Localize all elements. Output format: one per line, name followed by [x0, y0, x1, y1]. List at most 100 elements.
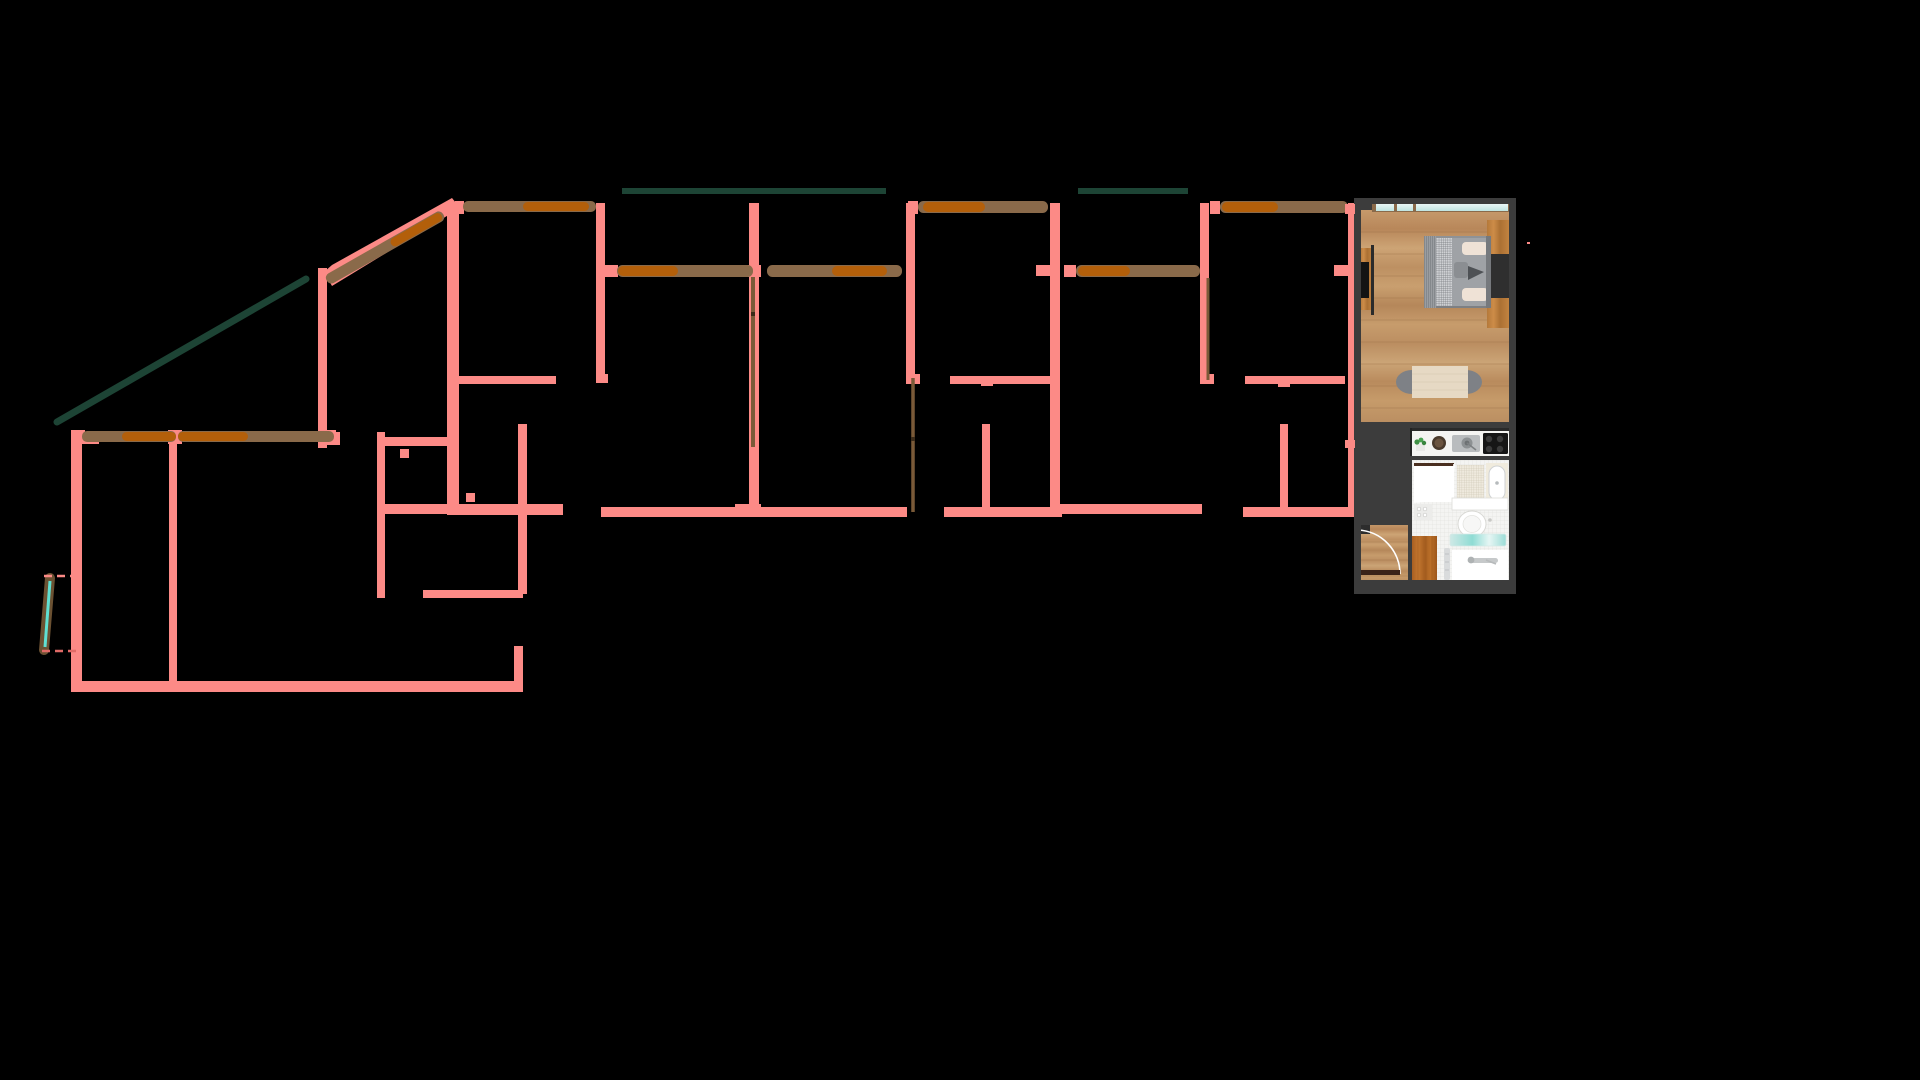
wall-unit2-sub-horiz — [950, 376, 1050, 384]
shower-screen-arc-icon — [1413, 463, 1455, 503]
wall-unit2-left — [906, 203, 915, 383]
wall-b3-vert — [518, 424, 527, 594]
corridor-wood-grain — [1417, 536, 1433, 582]
jamb-mid-a — [604, 265, 618, 277]
wm-dial-2 — [1422, 506, 1428, 512]
balcony-glass-2 — [1397, 204, 1413, 211]
balcony-rail-group — [53, 188, 1188, 426]
window-unit1-mid-a-sash — [618, 266, 678, 276]
wall-main-horiz-4 — [1060, 504, 1202, 514]
plant-pot-icon — [1414, 437, 1427, 451]
ext-wall-bottom-left — [71, 681, 523, 692]
wall-main-horiz-5 — [1243, 507, 1355, 517]
stub-dot-3 — [598, 377, 607, 383]
wall-center-vert-upper — [749, 203, 759, 265]
jamb-left-win-a — [71, 430, 85, 444]
hob-burner-2 — [1496, 435, 1504, 443]
vanity-counter — [1451, 497, 1509, 511]
wall-main-horiz-1 — [457, 504, 563, 515]
wall-b3-vert-lower — [514, 646, 523, 686]
unit-edge-top — [1354, 198, 1516, 204]
stub-dot-4 — [981, 380, 993, 386]
furnished-show-unit[interactable] — [1345, 198, 1516, 594]
bed-curtain-drape — [1424, 236, 1436, 308]
shower-mosaic-panel — [1457, 465, 1484, 503]
mullion-unit2-node — [911, 437, 915, 441]
window-left-b-sash — [178, 432, 248, 441]
wall-main-horiz-2 — [601, 507, 907, 517]
unit-partition-kitchen-top — [1404, 456, 1510, 460]
hob-burner-4 — [1496, 445, 1504, 453]
wall-unit3-right-stub — [1334, 265, 1358, 276]
window-unit2-top-sash — [923, 202, 985, 212]
glazed-door-bottom-left[interactable] — [39, 573, 78, 655]
shower-lintel — [1414, 463, 1454, 466]
ext-wall-unit1-left — [447, 203, 459, 515]
entry-threshold-dark — [1356, 524, 1370, 534]
unit-partition-hall-top — [1356, 520, 1412, 525]
headboard — [1486, 236, 1491, 308]
window-unit1-top-sash — [523, 202, 589, 211]
wall-unit2-right-lower — [1050, 443, 1060, 515]
mirror-backlit — [1450, 534, 1506, 546]
balcony-glass-3 — [1416, 204, 1508, 211]
wall-b3-horiz — [423, 590, 523, 598]
towel-radiator-bars — [1445, 553, 1449, 571]
jamb-unit1-top-left — [455, 201, 464, 214]
jamb-unit3-top-left — [1210, 201, 1220, 214]
media-wall-edge — [1371, 245, 1374, 315]
wm-dial-1 — [1416, 506, 1422, 512]
stub-dot-2 — [466, 493, 475, 502]
wardrobe-lower — [1487, 298, 1509, 328]
door-swing-arc-icon[interactable] — [1357, 529, 1401, 575]
stub-closet-a — [982, 424, 990, 512]
basin-tap-handle — [1467, 556, 1475, 564]
wall-unit1-sub-horiz — [456, 376, 556, 384]
unit-edge-right — [1509, 198, 1516, 594]
hob-burner-3 — [1485, 445, 1493, 453]
mullion-center-node — [751, 312, 755, 316]
stub-closet-b — [1280, 424, 1288, 512]
toilet-bowl-inner — [1462, 515, 1482, 533]
partition-left-1 — [169, 440, 177, 683]
cushion-accent — [1454, 262, 1468, 278]
basin-counter — [1452, 550, 1508, 580]
wall-main-horiz-3 — [944, 507, 1062, 517]
bathtub-drain-icon — [1495, 481, 1499, 485]
mullion-group — [751, 277, 1210, 512]
window-unit2-mid-sash — [1078, 266, 1130, 276]
window-unit3-top-sash — [1222, 202, 1278, 212]
entrance-door-leaf[interactable] — [1358, 570, 1400, 575]
balcony-glass-1 — [1376, 204, 1394, 211]
dining-table-grain — [1412, 373, 1468, 391]
shower-tray — [1414, 464, 1454, 502]
wall-unit3-right — [1348, 203, 1357, 513]
wall-b2-vert-lower — [377, 568, 385, 598]
pan-inner-icon — [1434, 438, 1444, 448]
toilet-flush-icon — [1488, 518, 1492, 522]
stub-dot-1 — [400, 449, 409, 458]
bathroom-wall-left — [1404, 458, 1412, 580]
wall-unit2-right-upper — [1050, 203, 1060, 443]
wall-unit1-right — [596, 203, 605, 383]
unit-attach-marker-top — [1345, 204, 1355, 214]
wardrobe-upper — [1487, 220, 1509, 254]
counter-edge-dark — [1412, 428, 1510, 431]
jamb-unit2-top-left — [908, 201, 918, 214]
stub-dot-6 — [981, 508, 991, 516]
stub-closet-c — [518, 424, 526, 506]
basin-tap-spout — [1485, 559, 1497, 565]
unit-attach-marker-mid — [1345, 440, 1355, 448]
jamb-mid-b — [1064, 265, 1076, 277]
mirror-frame — [1449, 533, 1507, 547]
stub-dot-5 — [1278, 382, 1290, 387]
wall-group — [71, 198, 1358, 692]
rail-diagonal-left-icon — [53, 275, 310, 426]
sink-tap-icon — [1466, 442, 1477, 451]
wall-unit2-right-stub — [1036, 265, 1060, 276]
wm-dial-3 — [1416, 512, 1422, 518]
wall-seg-left-upper — [318, 268, 327, 448]
tv-screen — [1360, 262, 1369, 298]
